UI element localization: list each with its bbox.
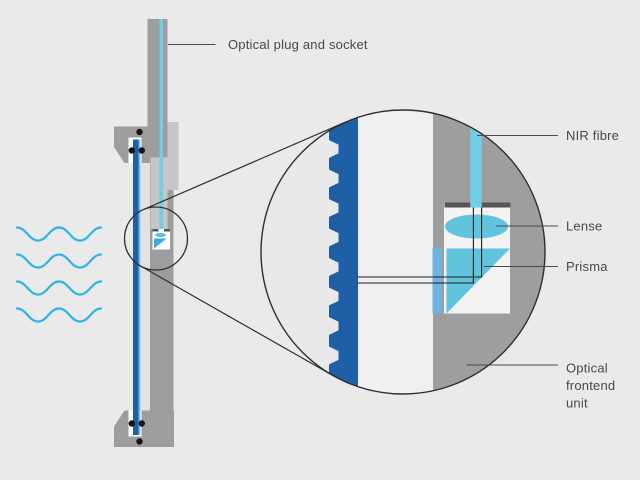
magnifier-source-circle bbox=[123, 206, 189, 271]
water-waves bbox=[15, 226, 103, 323]
prism-magnified bbox=[446, 248, 510, 314]
magnifier-connectors bbox=[140, 121, 347, 376]
mini-prism bbox=[154, 238, 167, 249]
plug-shaft bbox=[147, 19, 168, 158]
seal-dot bbox=[136, 438, 143, 445]
label-plug-socket: Optical plug and socket bbox=[228, 37, 368, 52]
label-nir-fibre: NIR fibre bbox=[566, 128, 619, 143]
socket-sleeve bbox=[167, 122, 179, 190]
membrane-window-magnified bbox=[329, 110, 358, 394]
nir-fibre-line bbox=[159, 19, 164, 231]
membrane-window bbox=[133, 139, 139, 435]
beam-line bbox=[357, 207, 474, 284]
mini-optical-frontend bbox=[152, 229, 170, 250]
inner-cavity-panel bbox=[357, 110, 433, 394]
seal-bolts bbox=[128, 128, 145, 445]
seal-dot bbox=[138, 147, 145, 154]
lens-magnified bbox=[445, 214, 508, 239]
fibre-holder-left bbox=[444, 202, 471, 208]
seal-dot bbox=[128, 420, 135, 427]
connector-line-top bbox=[143, 121, 347, 211]
exit-window-magnified bbox=[432, 248, 442, 314]
connector-line-bottom bbox=[140, 265, 333, 376]
label-frontend-line2: frontend bbox=[566, 378, 615, 393]
seal-dot bbox=[138, 420, 145, 427]
nir-fibre-magnified bbox=[470, 110, 482, 208]
light-beam-path bbox=[357, 207, 483, 284]
seal-dot bbox=[128, 147, 135, 154]
leader-lines bbox=[168, 43, 558, 366]
lower-flange bbox=[114, 410, 174, 447]
membrane-window-edge bbox=[138, 139, 141, 435]
wave-line bbox=[15, 280, 103, 296]
mini-holder-left bbox=[152, 229, 159, 232]
label-prism: Prisma bbox=[566, 259, 608, 274]
fibre-channel bbox=[150, 157, 168, 229]
label-frontend-line1: Optical bbox=[566, 361, 608, 376]
wave-line bbox=[15, 226, 103, 242]
mini-holder-right bbox=[164, 229, 170, 232]
mini-lens bbox=[155, 233, 166, 237]
seal-dot bbox=[136, 128, 143, 136]
label-lens: Lense bbox=[566, 219, 602, 234]
label-frontend-line3: unit bbox=[566, 396, 588, 411]
labels: Optical plug and socket NIR fibre Lense … bbox=[228, 37, 619, 411]
sensor-cross-section bbox=[114, 19, 189, 447]
wave-line bbox=[15, 307, 103, 323]
fibre-holder-right bbox=[481, 202, 511, 208]
magnifier-circle-outline bbox=[260, 109, 546, 395]
wave-line bbox=[15, 253, 103, 269]
beam-line bbox=[357, 207, 483, 278]
inner-gap bbox=[140, 163, 150, 411]
